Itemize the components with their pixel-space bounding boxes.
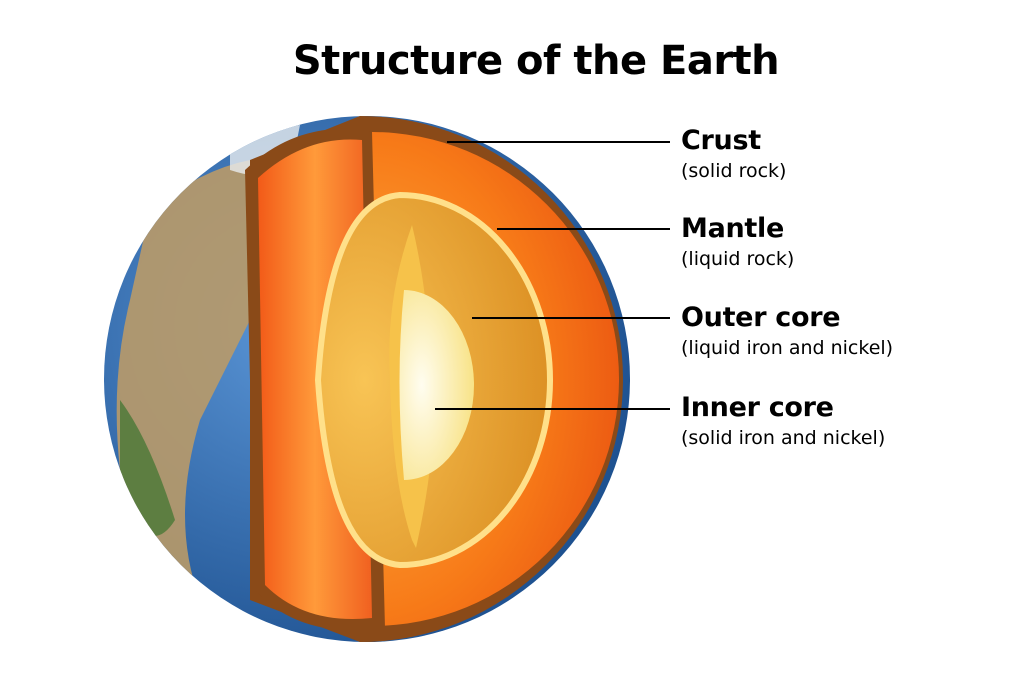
layer-description: (liquid rock) [681, 248, 795, 270]
layer-description: (solid rock) [681, 160, 787, 182]
layer-name: Mantle [681, 213, 784, 244]
crust-label: Crust (solid rock) [681, 125, 786, 185]
leader-lines [435, 141, 670, 410]
layer-description: (solid iron and nickel) [681, 427, 886, 449]
layer-name: Crust [681, 125, 761, 156]
inner-core-label: Inner core (solid iron and nickel) [681, 392, 885, 452]
diagram-title: Structure of the Earth [292, 38, 780, 84]
inner-core-layer [389, 225, 474, 548]
layer-name: Inner core [681, 392, 834, 423]
outer-core-label: Outer core (liquid iron and nickel) [681, 302, 893, 362]
layer-description: (liquid iron and nickel) [681, 337, 894, 359]
mantle-label: Mantle (liquid rock) [681, 213, 794, 273]
layer-name: Outer core [681, 302, 841, 333]
